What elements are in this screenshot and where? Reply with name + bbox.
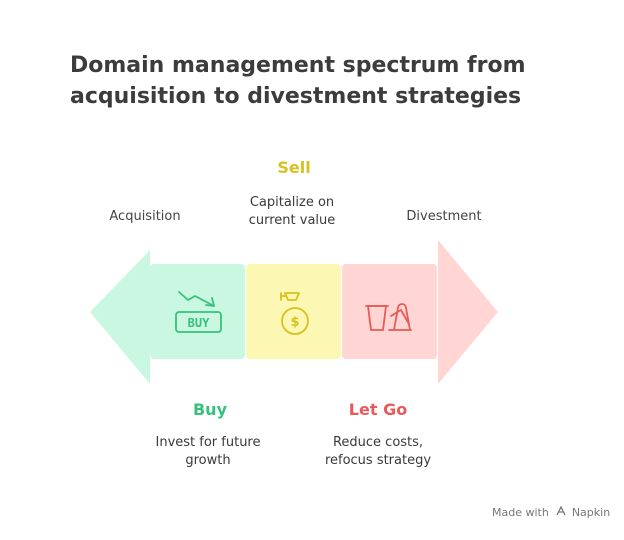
right-arrow-head <box>438 240 498 384</box>
napkin-brand-text: Napkin <box>571 506 611 519</box>
let-go-desc-line-1: Reduce costs, <box>332 435 424 450</box>
buy-description: Invest for future growth <box>138 434 278 470</box>
sell-heading: Sell <box>277 158 311 177</box>
title-line-2: acquisition to divestment strategies <box>70 84 522 109</box>
divestment-label: Divestment <box>406 209 482 224</box>
sell-desc-line-1: Capitalize on <box>249 195 335 210</box>
trash-release-icon <box>365 303 412 331</box>
buy-icon: BUY <box>175 291 222 333</box>
let-go-description: Reduce costs, refocus strategy <box>310 434 446 470</box>
buy-desc-line-1: Invest for future <box>155 435 261 450</box>
buy-icon-text: BUY <box>188 316 210 330</box>
let-go-heading: Let Go <box>348 400 408 419</box>
made-with-text: Made with <box>492 506 549 519</box>
sell-block <box>246 264 341 359</box>
money-bag-icon-text: $ <box>290 315 299 330</box>
buy-desc-line-2: growth <box>185 453 231 468</box>
napkin-logo-icon <box>556 506 566 516</box>
let-go-desc-line-2: refocus strategy <box>324 453 432 468</box>
sell-description: Capitalize on current value <box>226 194 358 230</box>
made-with-napkin-footer[interactable]: Made with Napkin <box>492 506 610 519</box>
let-go-block <box>342 264 437 359</box>
money-bag-icon: $ <box>280 292 309 335</box>
acquisition-label: Acquisition <box>109 209 181 224</box>
diagram-title: Domain management spectrum from acquisit… <box>70 50 590 112</box>
left-arrow-head <box>90 250 150 384</box>
buy-heading: Buy <box>192 400 227 419</box>
sell-desc-line-2: current value <box>248 213 336 228</box>
title-line-1: Domain management spectrum from <box>70 53 526 78</box>
